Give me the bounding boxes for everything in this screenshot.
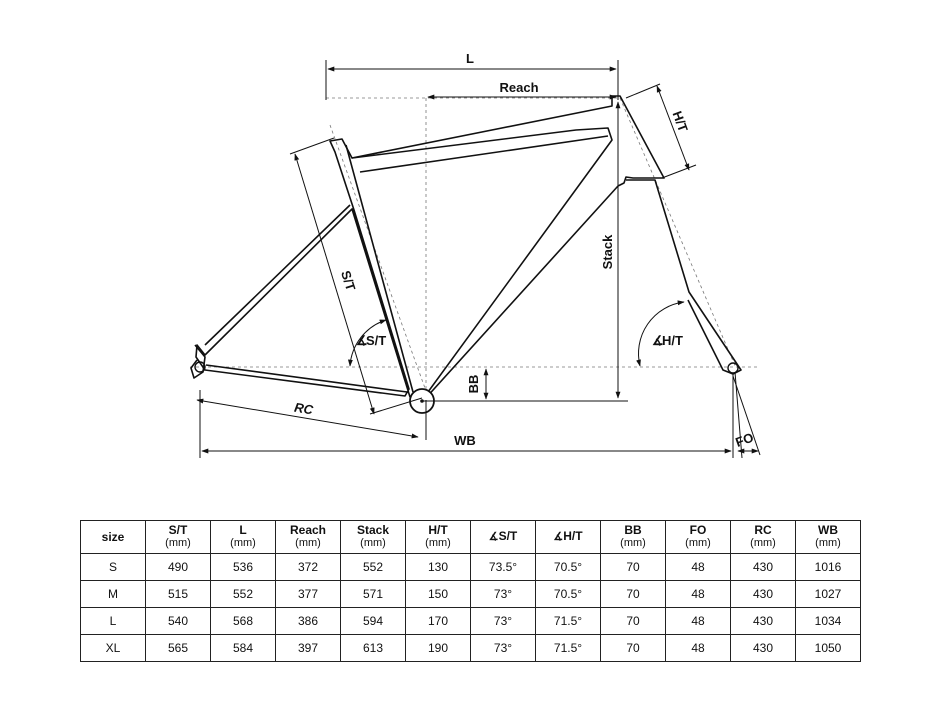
table-cell: 386 — [275, 607, 341, 635]
label-bb: BB — [466, 375, 481, 394]
table-cell: 613 — [340, 634, 406, 662]
table-cell: 190 — [405, 634, 471, 662]
label-stack: Stack — [600, 234, 615, 269]
table-cell: 70 — [600, 634, 666, 662]
label-ht: H/T — [670, 109, 691, 134]
table-cell: 70 — [600, 607, 666, 635]
table-cell: 552 — [210, 580, 276, 608]
table-cell: 372 — [275, 553, 341, 581]
table-row: XL 565 584 397 613 190 73° 71.5° 70 48 4… — [80, 634, 861, 662]
table-cell: 71.5° — [535, 607, 601, 635]
down-tube-inner — [359, 135, 609, 173]
table-cell: 594 — [340, 607, 406, 635]
table-row: L 540 568 386 594 170 73° 71.5° 70 48 43… — [80, 607, 861, 635]
table-cell: 1034 — [795, 607, 861, 635]
table-cell: S — [80, 553, 146, 581]
table-cell: 1050 — [795, 634, 861, 662]
table-cell: 571 — [340, 580, 406, 608]
angle-icon: ∡ — [553, 531, 564, 543]
header-st: S/T(mm) — [145, 520, 211, 554]
table-cell: 568 — [210, 607, 276, 635]
header-reach: Reach(mm) — [275, 520, 341, 554]
table-cell: 48 — [665, 553, 731, 581]
table-cell: XL — [80, 634, 146, 662]
header-rc: RC(mm) — [730, 520, 796, 554]
table-cell: 490 — [145, 553, 211, 581]
label-st: S/T — [338, 269, 359, 293]
table-cell: 515 — [145, 580, 211, 608]
angle-icon-st: ∡ — [356, 333, 368, 348]
table-cell: 150 — [405, 580, 471, 608]
table-cell: 170 — [405, 607, 471, 635]
angle-icon: ∡ — [488, 531, 499, 543]
table-cell: 73° — [470, 634, 536, 662]
table-cell: 430 — [730, 553, 796, 581]
label-wb: WB — [454, 433, 476, 448]
bike-frame — [190, 95, 742, 401]
table-row: S 490 536 372 552 130 73.5° 70.5° 70 48 … — [80, 553, 861, 581]
table-cell: 130 — [405, 553, 471, 581]
ht-angle-arc — [636, 300, 685, 367]
table-cell: 1016 — [795, 553, 861, 581]
table-cell: 73° — [470, 580, 536, 608]
table-cell: 565 — [145, 634, 211, 662]
header-fo: FO(mm) — [665, 520, 731, 554]
front-axle — [727, 362, 739, 374]
label-st-angle: S/T — [366, 333, 386, 348]
table-cell: 48 — [665, 580, 731, 608]
table-header-row: size S/T(mm) L(mm) Reach(mm) Stack(mm) H… — [80, 520, 861, 554]
label-rc: RC — [293, 400, 314, 418]
table-cell: 70.5° — [535, 553, 601, 581]
table-cell: 584 — [210, 634, 276, 662]
table-cell: 48 — [665, 634, 731, 662]
table-row: M 515 552 377 571 150 73° 70.5° 70 48 43… — [80, 580, 861, 608]
table-cell: 1027 — [795, 580, 861, 608]
table-cell: 70.5° — [535, 580, 601, 608]
dimension-lines — [196, 60, 761, 459]
frame-outline — [195, 95, 665, 401]
dim-rc — [196, 398, 419, 439]
table-cell: 377 — [275, 580, 341, 608]
frame-geometry-diagram: L Reach H/T S/T Stack ∡ S/T ∡ H/T BB RC … — [190, 51, 761, 459]
rear-axle — [194, 361, 206, 373]
header-st-angle: ∡S/T — [470, 520, 536, 554]
header-l: L(mm) — [210, 520, 276, 554]
header-wb: WB(mm) — [795, 520, 861, 554]
table-cell: 70 — [600, 553, 666, 581]
dim-ht — [656, 85, 690, 171]
angle-icon-ht: ∡ — [652, 333, 664, 348]
table-cell: 70 — [600, 580, 666, 608]
label-ht-angle: H/T — [662, 333, 683, 348]
dropout — [190, 344, 206, 379]
st-angle-arc — [347, 319, 387, 367]
table-cell: 536 — [210, 553, 276, 581]
geometry-table: size S/T(mm) L(mm) Reach(mm) Stack(mm) H… — [80, 520, 861, 662]
header-bb: BB(mm) — [600, 520, 666, 554]
guide-lines — [190, 97, 760, 403]
label-reach: Reach — [499, 80, 538, 95]
table-cell: 430 — [730, 634, 796, 662]
label-fo: FO — [733, 430, 755, 450]
table-cell: 73.5° — [470, 553, 536, 581]
table-cell: 430 — [730, 607, 796, 635]
seat-stay-inner — [204, 204, 351, 346]
top-tube-inner — [351, 127, 613, 393]
table-cell: M — [80, 580, 146, 608]
table-cell: 73° — [470, 607, 536, 635]
table-cell: 430 — [730, 580, 796, 608]
table-cell: 552 — [340, 553, 406, 581]
header-ht: H/T(mm) — [405, 520, 471, 554]
label-l: L — [466, 51, 474, 66]
header-size: size — [80, 520, 146, 554]
fork-blade — [626, 179, 742, 375]
dim-st — [294, 153, 375, 415]
chain-stay-inner — [205, 364, 408, 393]
table-cell: L — [80, 607, 146, 635]
header-ht-angle: ∡H/T — [535, 520, 601, 554]
header-stack: Stack(mm) — [340, 520, 406, 554]
table-cell: 397 — [275, 634, 341, 662]
table-cell: 540 — [145, 607, 211, 635]
table-cell: 48 — [665, 607, 731, 635]
table-cell: 71.5° — [535, 634, 601, 662]
